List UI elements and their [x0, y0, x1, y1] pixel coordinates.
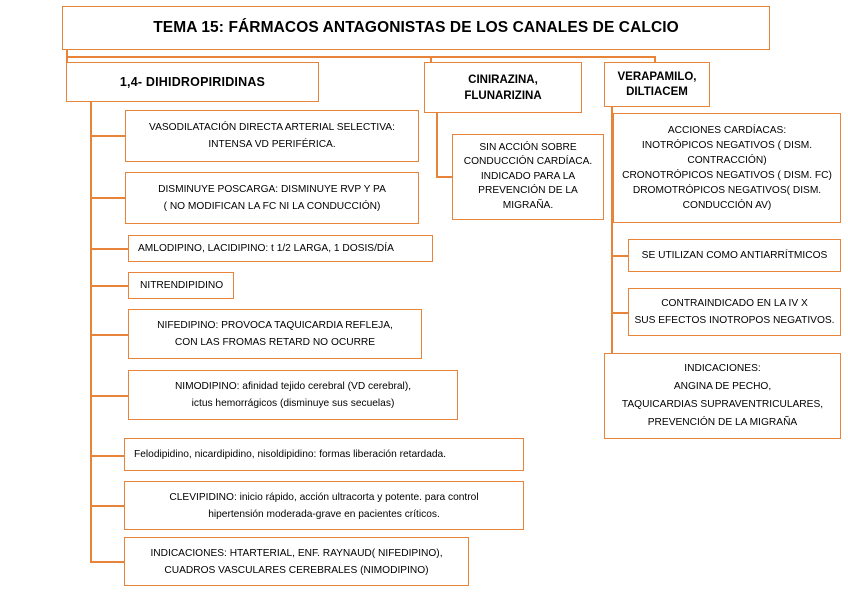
- node-verapamilo-3-line-1: CONTRAINDICADO EN LA IV X: [661, 298, 808, 309]
- node-dhp-5-line-1: NIFEDIPINO: PROVOCA TAQUICARDIA REFLEJA,: [157, 320, 393, 331]
- node-dhp-8-line-1: CLEVIPIDINO: inicio rápido, acción ultra…: [169, 491, 479, 503]
- node-dhp-2-line-2: ( NO MODIFICAN LA FC NI LA CONDUCCIÓN): [163, 201, 381, 212]
- node-dhp-5-line-2: CON LAS FROMAS RETARD NO OCURRE: [174, 337, 376, 348]
- node-dhp-4-line-1: NITRENDIPIDINO: [140, 280, 224, 291]
- connector-title-bus: [66, 56, 656, 58]
- branch-header-cinirazina-line-1: CINIRAZINA,: [468, 73, 538, 86]
- node-cinirazina-1-line-2: CONDUCCIÓN CARDÍACA.: [463, 156, 593, 168]
- node-verapamilo-1-line-2: INOTRÓPICOS NEGATIVOS ( DISM. CONTRACCIÓ…: [641, 140, 813, 166]
- connector-dhp-stub-6: [90, 395, 130, 397]
- node-verapamilo-1-line-3: CRONOTRÓPICOS NEGATIVOS ( DISM. FC): [622, 170, 832, 181]
- branch-header-verapamilo[interactable]: VERAPAMILO, DILTIACEM: [604, 62, 710, 107]
- branch-header-cinirazina-line-2: FLUNARIZINA: [464, 89, 542, 102]
- node-cinirazina-1[interactable]: SIN ACCIÓN SOBRE CONDUCCIÓN CARDÍACA. IN…: [452, 134, 604, 220]
- connector-bus-to-cinirazina: [430, 56, 432, 64]
- node-dhp-6[interactable]: NIMODIPINO: afinidad tejido cerebral (VD…: [128, 370, 458, 420]
- node-dhp-2[interactable]: DISMINUYE POSCARGA: DISMINUYE RVP Y PA (…: [125, 172, 419, 224]
- connector-dhp-stub-5: [90, 334, 130, 336]
- node-dhp-9-line-2: CUADROS VASCULARES CEREBRALES (NIMODIPIN…: [164, 564, 429, 576]
- node-dhp-9[interactable]: INDICACIONES: HTARTERIAL, ENF. RAYNAUD( …: [124, 537, 469, 586]
- diagram-title-text: TEMA 15: FÁRMACOS ANTAGONISTAS DE LOS CA…: [153, 19, 679, 36]
- branch-header-dihidropiridinas-text: 1,4- DIHIDROPIRIDINAS: [119, 75, 266, 89]
- node-dhp-1-line-2: INTENSA VD PERIFÉRICA.: [208, 139, 336, 150]
- connector-dhp-stub-9: [90, 561, 126, 563]
- node-dhp-3[interactable]: AMLODIPINO, LACIDIPINO: t 1/2 LARGA, 1 D…: [128, 235, 433, 262]
- node-dhp-8[interactable]: CLEVIPIDINO: inicio rápido, acción ultra…: [124, 481, 524, 530]
- connector-dhp-stub-3: [90, 248, 130, 250]
- connector-cinirazina-stub-1: [436, 176, 454, 178]
- node-dhp-8-line-2: hipertensión moderada-grave en pacientes…: [208, 508, 440, 520]
- node-verapamilo-4-line-4: PREVENCIÓN DE LA MIGRAÑA: [647, 417, 798, 428]
- branch-header-verapamilo-line-1: VERAPAMILO,: [617, 70, 697, 83]
- connector-dhp-stub-2: [90, 197, 127, 199]
- branch-header-cinirazina[interactable]: CINIRAZINA, FLUNARIZINA: [424, 62, 582, 113]
- branch-header-dihidropiridinas[interactable]: 1,4- DIHIDROPIRIDINAS: [66, 62, 319, 102]
- connector-cinirazina-spine: [436, 111, 438, 177]
- node-dhp-7[interactable]: Felodipidino, nicardipidino, nisoldipidi…: [124, 438, 524, 471]
- connector-dhp-stub-1: [90, 135, 127, 137]
- connector-dhp-spine: [90, 100, 92, 562]
- node-dhp-1-line-1: VASODILATACIÓN DIRECTA ARTERIAL SELECTIV…: [149, 122, 395, 133]
- connector-bus-to-verapamilo: [654, 56, 656, 64]
- node-verapamilo-1[interactable]: ACCIONES CARDÍACAS: INOTRÓPICOS NEGATIVO…: [613, 113, 841, 223]
- node-dhp-6-line-1: NIMODIPINO: afinidad tejido cerebral (VD…: [174, 381, 412, 392]
- node-verapamilo-4-line-2: ANGINA DE PECHO,: [673, 381, 772, 392]
- node-cinirazina-1-line-3: INDICADO PARA LA: [480, 170, 576, 182]
- node-verapamilo-4[interactable]: INDICACIONES: ANGINA DE PECHO, TAQUICARD…: [604, 353, 841, 439]
- diagram-title: TEMA 15: FÁRMACOS ANTAGONISTAS DE LOS CA…: [62, 6, 770, 50]
- node-dhp-2-line-1: DISMINUYE POSCARGA: DISMINUYE RVP Y PA: [158, 184, 386, 195]
- node-cinirazina-1-line-1: SIN ACCIÓN SOBRE: [479, 141, 577, 153]
- node-dhp-3-line-1: AMLODIPINO, LACIDIPINO: t 1/2 LARGA, 1 D…: [138, 243, 394, 254]
- node-verapamilo-3-line-2: SUS EFECTOS INOTROPOS NEGATIVOS.: [634, 315, 835, 326]
- node-cinirazina-1-line-4: PREVENCIÓN DE LA: [478, 185, 578, 197]
- node-verapamilo-2-line-1: SE UTILIZAN COMO ANTIARRÍTMICOS: [641, 250, 828, 261]
- node-dhp-1[interactable]: VASODILATACIÓN DIRECTA ARTERIAL SELECTIV…: [125, 110, 419, 162]
- connector-verapamilo-stub-2: [611, 255, 630, 257]
- node-verapamilo-1-line-1: ACCIONES CARDÍACAS:: [667, 125, 787, 136]
- node-dhp-6-line-2: ictus hemorrágicos (disminuye sus secuel…: [191, 398, 395, 409]
- node-verapamilo-4-line-1: INDICACIONES:: [684, 363, 761, 374]
- node-verapamilo-3[interactable]: CONTRAINDICADO EN LA IV X SUS EFECTOS IN…: [628, 288, 841, 336]
- node-dhp-9-line-1: INDICACIONES: HTARTERIAL, ENF. RAYNAUD( …: [150, 547, 443, 559]
- connector-dhp-stub-7: [90, 455, 126, 457]
- node-verapamilo-4-line-3: TAQUICARDIAS SUPRAVENTRICULARES,: [621, 399, 824, 410]
- connector-dhp-stub-8: [90, 505, 126, 507]
- node-verapamilo-1-line-4: DROMOTRÓPICOS NEGATIVOS( DISM. CONDUCCIÓ…: [632, 185, 822, 211]
- connector-verapamilo-stub-3: [611, 312, 630, 314]
- node-dhp-7-line-1: Felodipidino, nicardipidino, nisoldipidi…: [134, 449, 447, 460]
- node-verapamilo-2[interactable]: SE UTILIZAN COMO ANTIARRÍTMICOS: [628, 239, 841, 272]
- connector-verapamilo-spine: [611, 105, 613, 383]
- node-dhp-5[interactable]: NIFEDIPINO: PROVOCA TAQUICARDIA REFLEJA,…: [128, 309, 422, 359]
- node-cinirazina-1-line-5: MIGRAÑA.: [502, 199, 554, 211]
- node-dhp-4[interactable]: NITRENDIPIDINO: [128, 272, 234, 299]
- branch-header-verapamilo-line-2: DILTIACEM: [626, 85, 688, 98]
- connector-dhp-stub-4: [90, 285, 130, 287]
